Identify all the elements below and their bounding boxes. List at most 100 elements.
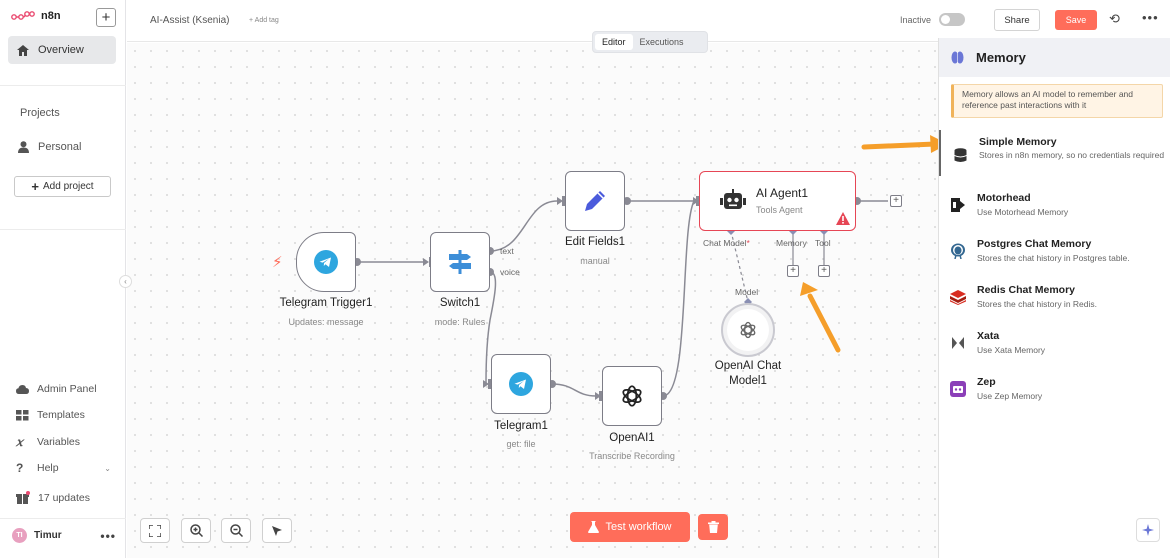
memory-item-postgres[interactable]: Postgres Chat Memory Stores the chat his… <box>939 236 1170 270</box>
more-horizontal-icon[interactable]: ••• <box>1142 10 1159 25</box>
node-creator-panel: Memory Memory allows an AI model to reme… <box>938 38 1170 558</box>
database-icon <box>951 146 969 164</box>
more-horizontal-icon[interactable]: ••• <box>100 528 116 543</box>
output-label-voice: voice <box>500 267 520 277</box>
node-edit-fields[interactable] <box>565 171 625 231</box>
memory-item-desc: Use Zep Memory <box>977 391 1043 401</box>
active-status-label: Inactive <box>900 15 932 25</box>
memory-item-zep[interactable]: Zep Use Zep Memory <box>939 374 1170 408</box>
node-title: Switch1 <box>439 297 481 309</box>
workflow-canvas[interactable] <box>127 43 938 558</box>
n8n-logo[interactable]: n8n <box>11 10 61 22</box>
node-ai-agent[interactable]: AI Agent1 Tools Agent <box>699 171 856 231</box>
cursor-icon <box>272 525 282 536</box>
node-title: Telegram Trigger1 <box>279 297 373 309</box>
node-switch[interactable] <box>430 232 490 292</box>
home-icon <box>17 44 29 56</box>
tidy-up-button[interactable] <box>262 518 292 543</box>
sidebar-item-overview[interactable]: Overview <box>8 36 116 64</box>
node-subtitle: get: file <box>506 439 536 449</box>
node-subtitle: Tools Agent <box>756 205 803 215</box>
sidebar-item-personal[interactable]: Personal <box>18 141 81 153</box>
zoom-out-button[interactable] <box>221 518 251 543</box>
openai-icon <box>622 385 642 407</box>
zep-icon <box>949 380 967 398</box>
warning-icon[interactable] <box>836 212 850 225</box>
variables-icon: 𝑥 <box>16 435 23 449</box>
openai-icon <box>740 321 756 339</box>
create-button[interactable]: + <box>96 8 116 27</box>
memory-item-name: Simple Memory <box>979 136 1057 148</box>
telegram-icon <box>314 250 338 274</box>
chevron-down-icon: ⌄ <box>104 463 111 473</box>
sidebar-item-updates[interactable]: 17 updates <box>16 491 90 504</box>
zoom-in-icon <box>189 524 203 537</box>
workflow-title[interactable]: AI-Assist (Ksenia) <box>150 15 230 26</box>
zoom-out-icon <box>229 524 243 537</box>
sparkle-icon <box>1142 524 1154 536</box>
add-tag-link[interactable]: + Add tag <box>249 17 279 24</box>
model-inner <box>727 309 769 351</box>
add-next-node-button[interactable]: + <box>890 195 902 207</box>
memory-item-desc: Stores in n8n memory, so no credentials … <box>979 150 1165 160</box>
zoom-in-button[interactable] <box>181 518 211 543</box>
help-icon: ? <box>16 461 24 475</box>
cloud-icon <box>16 385 29 394</box>
node-openai-chat-model[interactable] <box>721 303 775 357</box>
test-workflow-button[interactable]: Test workflow <box>570 512 690 542</box>
save-button[interactable]: Save <box>1055 10 1097 30</box>
node-telegram[interactable] <box>491 354 551 414</box>
tab-executions[interactable]: Executions <box>639 37 684 47</box>
node-openai[interactable] <box>602 366 662 426</box>
sidebar-item-label: Personal <box>38 141 82 153</box>
memory-item-simple-memory[interactable]: Simple Memory Stores in n8n memory, so n… <box>939 130 1170 176</box>
switch-signpost-icon <box>449 250 471 274</box>
tab-editor[interactable]: Editor <box>595 34 633 50</box>
sidebar-item-help[interactable]: ? Help ⌄ <box>16 461 111 475</box>
mode-tabs: Editor Executions <box>592 31 708 53</box>
port-label-model: Model <box>735 287 759 297</box>
user-menu[interactable]: TI Timur ••• <box>12 528 116 543</box>
sidebar-item-label: Templates <box>37 409 85 421</box>
plus-icon: + <box>31 179 39 194</box>
active-toggle[interactable] <box>939 13 965 26</box>
test-workflow-label: Test workflow <box>605 521 672 533</box>
node-subtitle: Updates: message <box>288 317 364 327</box>
sidebar-item-label: Help <box>37 462 59 474</box>
ai-assistant-button[interactable] <box>1136 518 1160 542</box>
memory-item-name: Postgres Chat Memory <box>977 238 1092 250</box>
node-title: OpenAI1 <box>609 432 655 444</box>
sidebar-item-label: Variables <box>37 436 80 448</box>
memory-item-xata[interactable]: Xata Use Xata Memory <box>939 328 1170 362</box>
n8n-logo-icon <box>11 11 35 20</box>
delete-button[interactable] <box>698 514 728 540</box>
node-telegram-trigger[interactable] <box>296 232 356 292</box>
info-callout: Memory allows an AI model to remember an… <box>951 84 1163 118</box>
gift-icon <box>16 491 30 504</box>
node-title: Telegram1 <box>494 420 548 432</box>
memory-item-name: Zep <box>977 376 996 388</box>
add-memory-button[interactable]: + <box>787 265 799 277</box>
memory-item-name: Motorhead <box>977 192 1031 204</box>
memory-item-desc: Use Motorhead Memory <box>977 207 1069 217</box>
add-tool-button[interactable]: + <box>818 265 830 277</box>
sidebar-divider <box>0 518 126 519</box>
output-label-text: text <box>500 246 514 256</box>
add-project-button[interactable]: + Add project <box>14 176 111 197</box>
zoom-to-fit-button[interactable] <box>140 518 170 543</box>
trash-icon <box>707 521 719 533</box>
collapse-sidebar-button[interactable]: ‹ <box>119 275 132 288</box>
xata-icon <box>949 334 967 352</box>
memory-item-desc: Stores the chat history in Redis. <box>977 299 1098 309</box>
flask-icon <box>588 521 600 533</box>
memory-item-redis[interactable]: Redis Chat Memory Stores the chat histor… <box>939 282 1170 316</box>
memory-item-motorhead[interactable]: Motorhead Use Motorhead Memory <box>939 190 1170 224</box>
sidebar-item-admin-panel[interactable]: Admin Panel <box>16 383 97 395</box>
sidebar-item-templates[interactable]: Templates <box>16 409 85 421</box>
share-button[interactable]: Share <box>994 9 1040 31</box>
history-icon[interactable]: ⟲ <box>1109 11 1120 26</box>
projects-title: Projects <box>20 107 60 119</box>
sidebar-item-variables[interactable]: 𝑥 Variables <box>16 435 80 449</box>
motorhead-icon <box>949 196 967 214</box>
